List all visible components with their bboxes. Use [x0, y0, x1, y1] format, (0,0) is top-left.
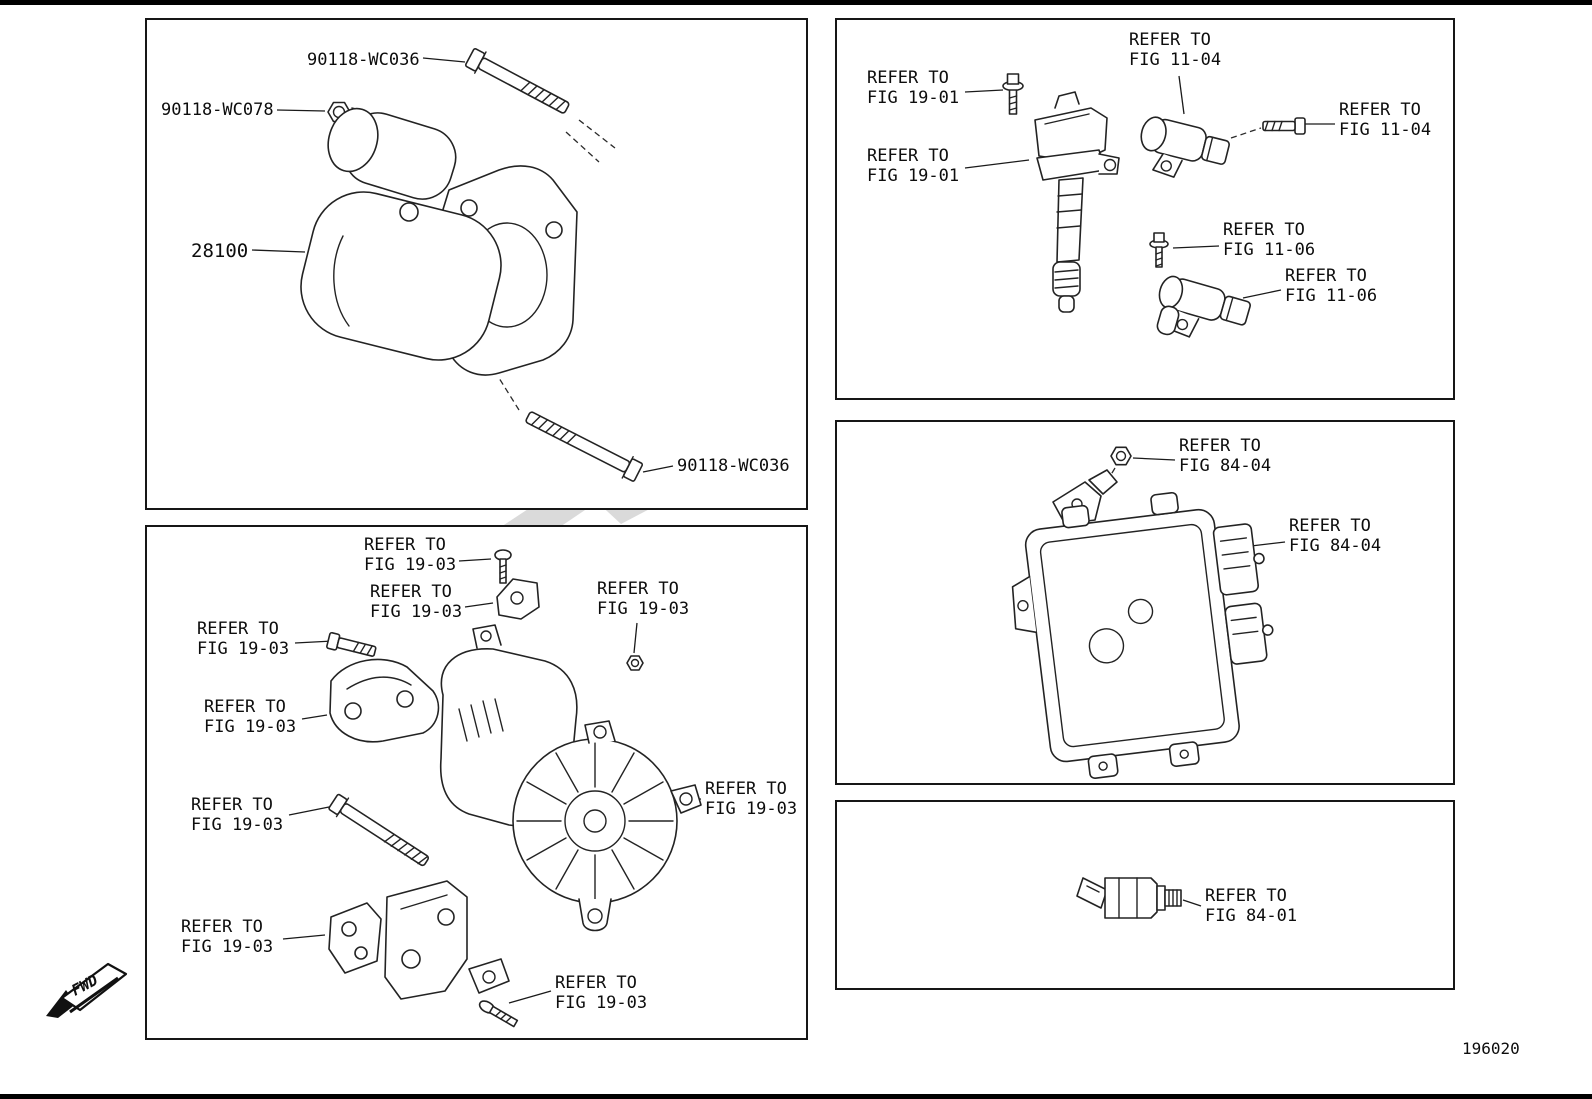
refer-label-crank-sensor: REFER TO FIG 11-06	[1285, 266, 1378, 307]
fwd-badge: FWD	[46, 962, 128, 1018]
panel-ignition: REFER TO FIG 19-01 REFER TO FIG 11-04 RE…	[835, 18, 1455, 400]
refer-label-coil-bolt: REFER TO FIG 19-01	[867, 68, 960, 109]
panel-alternator: REFER TO FIG 19-03 REFER TO FIG 19-03 RE…	[145, 525, 808, 1040]
fwd-plate	[60, 962, 128, 1012]
alternator-bolt-upper-drawing	[326, 631, 377, 657]
starter-panel-drawing	[251, 48, 674, 482]
alternator-screw-bottom-drawing	[478, 1000, 519, 1028]
part-label-starter: 28100	[191, 240, 249, 262]
ecu-panel-drawing	[1011, 446, 1286, 779]
refer-label-bolt-upper: REFER TO FIG 19-03	[197, 619, 290, 660]
switch-leader-lines	[1182, 899, 1202, 907]
refer-label-oil-pressure-switch: REFER TO FIG 84-01	[1205, 886, 1298, 927]
starter-top-bolt-drawing	[464, 48, 616, 163]
switch-panel-drawing	[1076, 877, 1202, 919]
refer-label-cam-sensor: REFER TO FIG 11-04	[1129, 30, 1222, 71]
refer-label-nut-center: REFER TO FIG 19-03	[597, 579, 690, 620]
refer-label-ecu: REFER TO FIG 84-04	[1289, 516, 1382, 557]
starter-bottom-bolt-drawing	[498, 377, 644, 482]
ignition-panel-drawing	[964, 73, 1335, 338]
part-label-bolt-top: 90118-WC036	[307, 50, 420, 70]
refer-label-bolt-long: REFER TO FIG 19-03	[191, 795, 284, 836]
alternator-panel-drawing	[282, 549, 702, 1028]
alternator-body-drawing	[439, 624, 702, 932]
panel-starter: 90118-WC036 90118-WC078 28100 90118-WC03…	[145, 18, 808, 510]
part-label-bolt-bottom: 90118-WC036	[677, 456, 790, 476]
refer-label-coil: REFER TO FIG 19-01	[867, 146, 960, 187]
panel-oil-pressure-switch: REFER TO FIG 84-01	[835, 800, 1455, 990]
crank-bolt-drawing	[1149, 232, 1169, 268]
refer-label-cam-bolt: REFER TO FIG 11-04	[1339, 100, 1432, 141]
drawing-number: 196020	[1462, 1039, 1520, 1058]
crankshaft-sensor-drawing	[1156, 275, 1251, 338]
cam-bolt-drawing	[1262, 117, 1306, 135]
ecu-nut-drawing	[1110, 446, 1132, 466]
starter-leader-lines	[251, 57, 674, 473]
alternator-bolt-long-drawing	[328, 793, 429, 867]
refer-label-screw-top: REFER TO FIG 19-03	[364, 535, 457, 576]
refer-label-screw-bottom: REFER TO FIG 19-03	[555, 973, 648, 1014]
top-border-bar	[0, 0, 1592, 5]
alternator-bracket-upper-drawing	[329, 658, 440, 743]
alternator-nut-center-drawing	[626, 655, 644, 671]
fwd-shadow-line	[69, 976, 119, 1014]
oil-pressure-switch-drawing	[1076, 877, 1182, 919]
ignition-leader-lines	[964, 75, 1335, 299]
alternator-screw-top-drawing	[494, 549, 512, 584]
part-label-nut: 90118-WC078	[161, 100, 274, 120]
refer-label-plate: REFER TO FIG 19-03	[370, 582, 463, 623]
refer-label-crank-bolt: REFER TO FIG 11-06	[1223, 220, 1316, 261]
refer-label-bracket-lower: REFER TO FIG 19-03	[181, 917, 274, 958]
refer-label-alternator: REFER TO FIG 19-03	[705, 779, 798, 820]
starter-motor-drawing	[300, 107, 578, 376]
alternator-plate-drawing	[496, 578, 540, 620]
ecu-drawing	[1011, 491, 1274, 779]
alternator-bracket-lower-drawing	[328, 880, 510, 1000]
refer-label-ecu-nut: REFER TO FIG 84-04	[1179, 436, 1272, 477]
camshaft-sensor-drawing	[1140, 116, 1230, 178]
coil-bolt-drawing	[1002, 73, 1024, 115]
panel-ecu: REFER TO FIG 84-04 REFER TO FIG 84-04	[835, 420, 1455, 785]
bottom-border-bar	[0, 1094, 1592, 1099]
ignition-coil-drawing	[1034, 91, 1120, 313]
refer-label-bracket-upper: REFER TO FIG 19-03	[204, 697, 297, 738]
